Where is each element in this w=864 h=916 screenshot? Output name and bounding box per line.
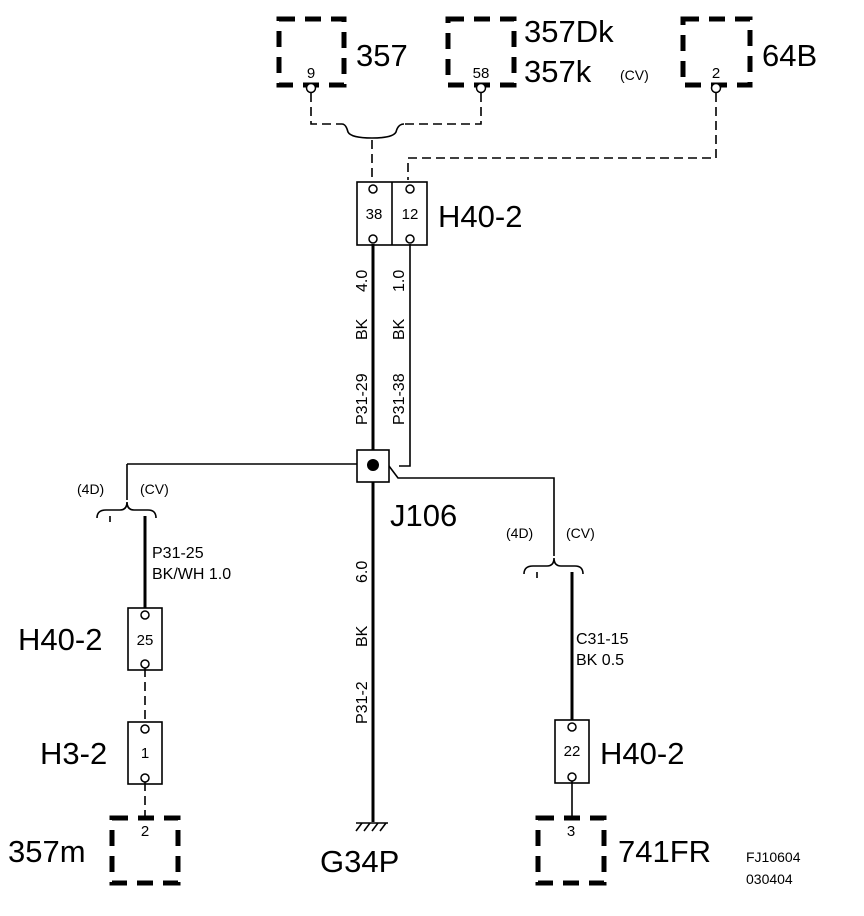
right-branch: (4D) (CV) C31-15 BK 0.5 (506, 525, 629, 722)
label-p31-25-spec: BK/WH 1.0 (152, 566, 231, 583)
connector-h40-top: 38 12 H40-2 (356, 181, 522, 246)
ground-branch: G34P (320, 482, 399, 879)
terminal-357dk (475, 82, 487, 94)
connector-h40-right: 22 H40-2 (554, 719, 684, 784)
connector-357dk-pin: 58 (473, 65, 490, 82)
label-p31-38-color: BK (391, 318, 408, 340)
top-dashed-wiring (310, 93, 717, 180)
wire-p31-38 (399, 244, 411, 467)
connector-64b-pin: 2 (712, 65, 720, 82)
h40-right-label: H40-2 (600, 736, 684, 771)
h40-top-label: H40-2 (438, 199, 522, 234)
connector-741fr-pin: 3 (567, 823, 575, 840)
label-c31-15-circuit: C31-15 (576, 631, 629, 648)
connector-64b-label: 64B (762, 38, 817, 73)
connector-357dk-label: 357Dk (524, 14, 614, 49)
h3-pin: 1 (141, 745, 149, 762)
label-p31-29-size: 4.0 (354, 270, 371, 292)
h40-right-pin: 22 (564, 743, 581, 760)
h40-left-label: H40-2 (18, 622, 102, 657)
h40-top-pin-right: 12 (402, 206, 419, 223)
h3-label: H3-2 (40, 736, 107, 771)
connector-357m-pin: 2 (141, 823, 149, 840)
right-option-4d: (4D) (506, 525, 533, 541)
left-option-cv: (CV) (140, 481, 169, 497)
label-p31-38-size: 1.0 (391, 270, 408, 292)
connector-h3: 1 H3-2 (40, 721, 163, 785)
h40-left-pin: 25 (137, 632, 154, 649)
terminal-64b (710, 82, 722, 94)
left-option-4d: (4D) (77, 481, 104, 497)
connector-357m: 2 357m (8, 815, 181, 886)
label-p31-25-circuit: P31-25 (152, 545, 204, 562)
connector-357dk: 58 357Dk 357k (CV) (445, 14, 649, 89)
label-p31-38-circuit: P31-38 (391, 373, 408, 425)
ground-label: G34P (320, 844, 399, 879)
label-p31-38-group: P31-38 BK 1.0 (391, 270, 408, 425)
terminal-357 (305, 82, 317, 94)
connector-741fr-label: 741FR (618, 834, 711, 869)
connector-741fr: 3 741FR (535, 815, 711, 886)
figure-id: FJ10604 (746, 849, 801, 865)
connector-357k-option: (CV) (620, 67, 649, 83)
label-p31-2-size: 6.0 (354, 561, 371, 583)
left-branch: (4D) (CV) P31-25 BK/WH 1.0 (77, 464, 231, 612)
connector-357m-label: 357m (8, 834, 86, 869)
h40-top-pin-left: 38 (366, 206, 383, 223)
connector-64b: 2 64B (680, 16, 817, 88)
connector-357-label: 357 (356, 38, 408, 73)
label-p31-2-group: P31-2 BK 6.0 (354, 561, 371, 724)
label-p31-2-circuit: P31-2 (354, 681, 371, 724)
connector-357-pin: 9 (307, 65, 315, 82)
right-option-cv: (CV) (566, 525, 595, 541)
label-p31-2-color: BK (354, 625, 371, 647)
label-c31-15-spec: BK 0.5 (576, 652, 624, 669)
connector-357k-label: 357k (524, 54, 592, 89)
splice-j106: J106 (127, 449, 555, 556)
connector-357: 9 357 (276, 16, 408, 88)
label-p31-29-group: P31-29 BK 4.0 (354, 270, 371, 425)
figure-date: 030404 (746, 871, 793, 887)
label-p31-29-circuit: P31-29 (354, 373, 371, 425)
connector-h40-left: 25 H40-2 (18, 607, 163, 671)
j106-label: J106 (390, 498, 457, 533)
label-p31-29-color: BK (354, 318, 371, 340)
